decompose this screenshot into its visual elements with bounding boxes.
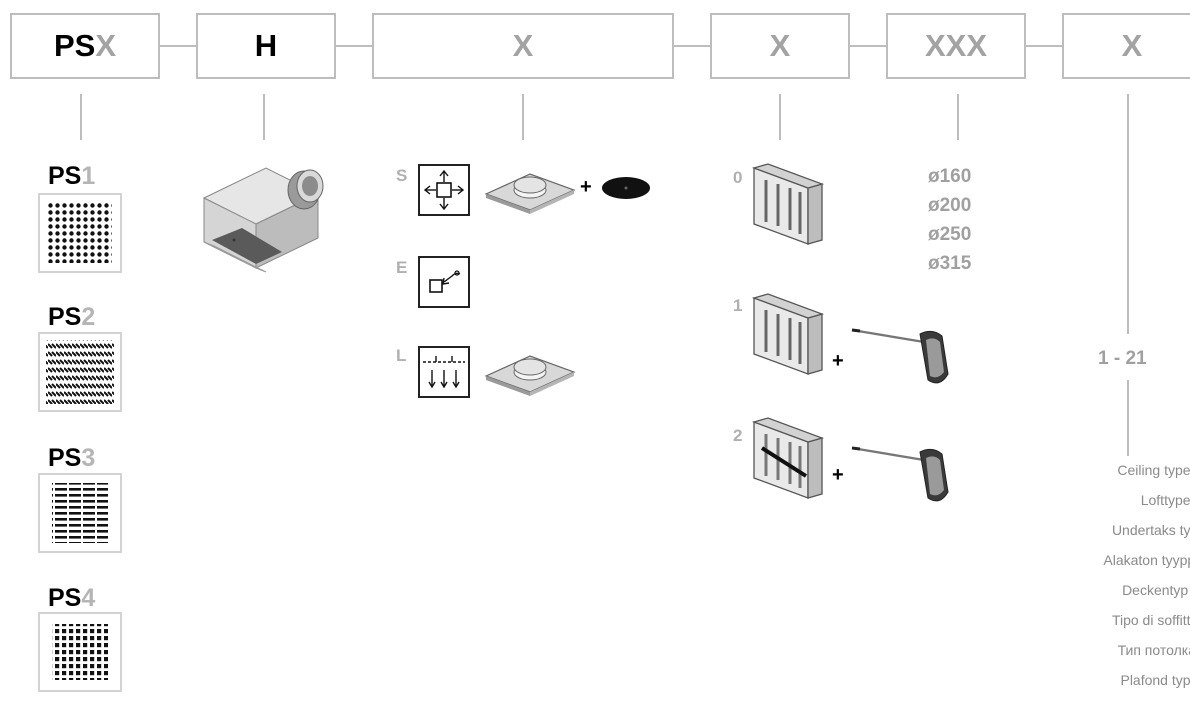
code-box-damper: X (710, 13, 850, 79)
ceiling-type-label: Lofttype nr. (1140, 492, 1190, 508)
actuator-tool-icon (848, 436, 958, 508)
spigot-plate-icon (482, 164, 578, 216)
ceiling-type-label: Тип потолка N (1117, 642, 1190, 658)
connection-letter-e: E (396, 258, 408, 277)
drop-line (1127, 94, 1129, 334)
drop-line (1127, 380, 1129, 456)
damper-number-2: 2 (733, 426, 743, 445)
code-box-diameter: XXX (886, 13, 1026, 79)
plus-sign: + (832, 464, 844, 486)
connector-line (336, 45, 372, 47)
code-box-housing: H (196, 13, 336, 79)
ceiling-type-label: Undertaks typ n (1111, 522, 1190, 538)
diameter-value: ø250 (928, 224, 972, 245)
code-part-variable: X (769, 28, 791, 63)
drop-line (957, 94, 959, 140)
code-part-variable: X (1121, 28, 1143, 63)
black-disc-icon (601, 176, 651, 200)
ceiling-type-label: Deckentyp Nr. (1122, 582, 1190, 598)
spigot-plate-icon (482, 346, 578, 398)
code-box-ceiling: X (1062, 13, 1190, 79)
damper-frame-icon (748, 160, 828, 246)
connector-line (1026, 45, 1062, 47)
cable-box-icon (418, 256, 470, 308)
connector-line (160, 45, 196, 47)
actuator-tool-icon (848, 318, 958, 390)
code-part-fixed: PS (53, 28, 96, 63)
connection-letter-s: S (396, 166, 408, 185)
adjustable-arrows-icon (418, 164, 470, 216)
ceiling-type-label: Plafond type n (1120, 672, 1190, 688)
damper-number-0: 0 (733, 168, 743, 187)
code-part-variable: X (95, 28, 117, 63)
connector-line (850, 45, 886, 47)
face-label-ps1: PS1 (48, 162, 96, 190)
square-pattern-icon (38, 612, 122, 692)
diameter-value: ø160 (928, 166, 972, 187)
face-label-ps3: PS3 (48, 444, 96, 472)
diagonal-slot-pattern-icon (38, 332, 122, 412)
plus-sign: + (580, 176, 592, 198)
drop-line (263, 94, 265, 140)
damper-frame-icon (748, 290, 828, 376)
damper-frame-with-rod-icon (748, 414, 828, 500)
code-box-connection: X (372, 13, 674, 79)
horizontal-slot-pattern-icon (38, 473, 122, 553)
diameter-value: ø315 (928, 253, 972, 274)
drop-line (522, 94, 524, 140)
plus-sign: + (832, 350, 844, 372)
drop-line (80, 94, 82, 140)
dot-pattern-icon (38, 193, 122, 273)
ceiling-type-label: Tipo di soffitto n (1111, 612, 1190, 628)
diameter-value: ø200 (928, 195, 972, 216)
connection-letter-l: L (396, 346, 407, 365)
connector-line (674, 45, 710, 47)
ceiling-type-label: Alakaton tyyppi n (1103, 552, 1190, 568)
code-part-fixed: H (254, 28, 278, 63)
face-label-ps2: PS2 (48, 303, 96, 331)
ceiling-type-label: Ceiling type no (1117, 462, 1190, 478)
plenum-box-icon (196, 160, 336, 280)
diameter-list: ø160 ø200 ø250 ø315 (928, 162, 971, 278)
face-label-ps4: PS4 (48, 584, 96, 612)
drop-line (779, 94, 781, 140)
downward-flow-icon (418, 346, 470, 398)
code-part-variable: XXX (924, 28, 988, 63)
damper-number-1: 1 (733, 296, 743, 315)
ceiling-type-range: 1 - 21 (1098, 348, 1147, 369)
code-part-variable: X (512, 28, 534, 63)
